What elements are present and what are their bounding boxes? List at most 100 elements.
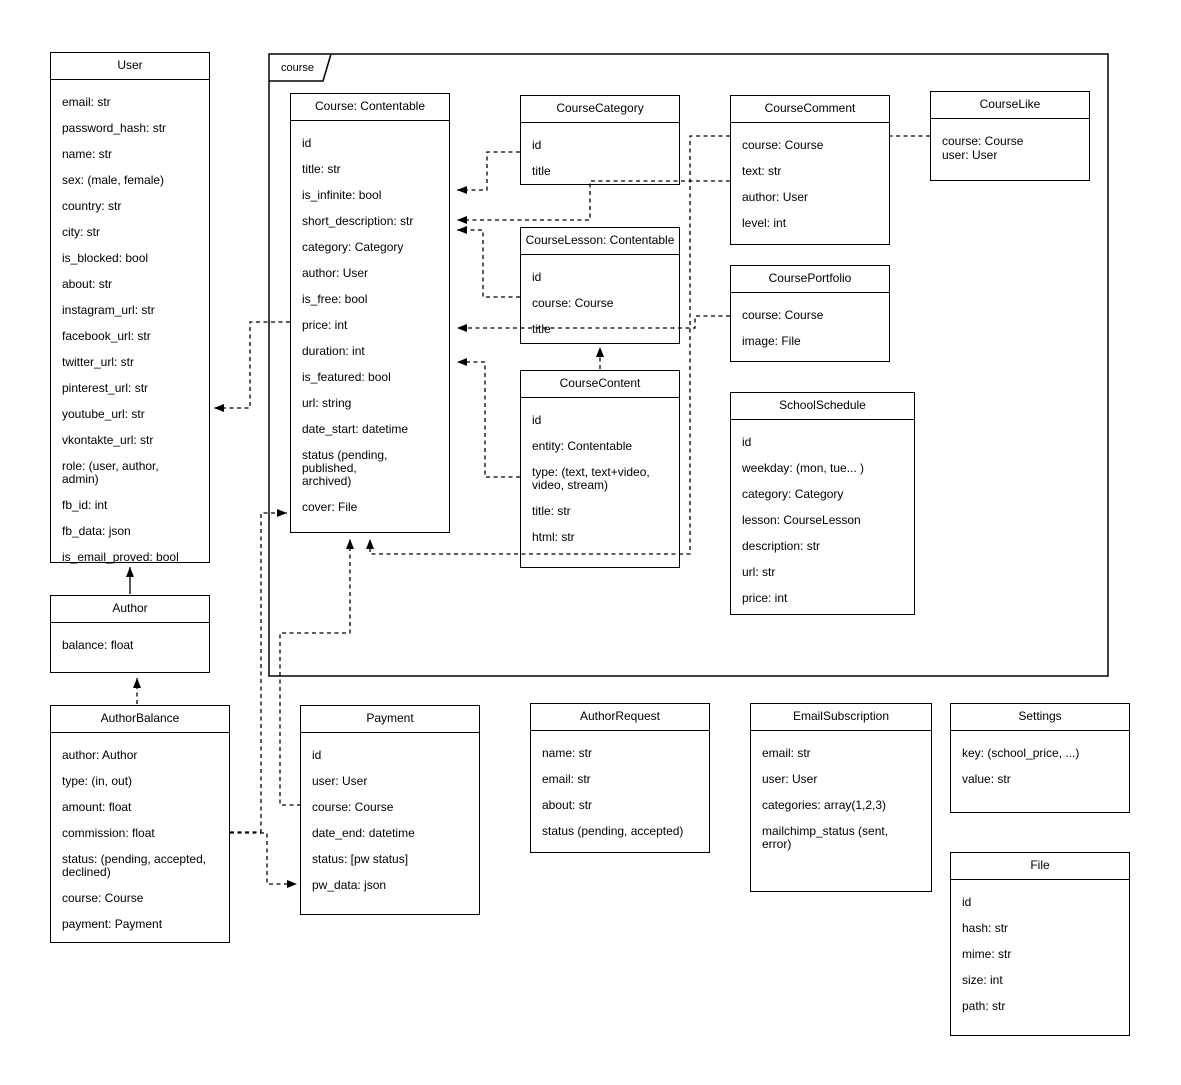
entity-field: name: str (542, 746, 593, 760)
entity-field: balance: float (62, 638, 134, 652)
entity-title: User (51, 53, 209, 80)
entity-field: course: Course (532, 296, 614, 310)
entity-field: email: str (62, 95, 111, 109)
entity-field: amount: float (62, 800, 132, 814)
entity-field-list: key: (school_price, ...)value: str (951, 731, 1129, 786)
entity-field: value: str (962, 772, 1011, 786)
entity-field: entity: Contentable (532, 439, 633, 453)
entity-field: id (312, 748, 322, 762)
entity-field: user: User (312, 774, 368, 788)
entity-title: EmailSubscription (751, 704, 931, 731)
entity-field: title: str (532, 504, 571, 518)
entity-field: course: Course (742, 138, 824, 152)
entity-field: image: File (742, 334, 801, 348)
entity-field: id (532, 270, 542, 284)
entity-field: is_blocked: bool (62, 251, 149, 265)
entity-field: url: string (302, 396, 352, 410)
entity-field: type: (text, text+video, video, stream) (532, 465, 650, 492)
entity-field: pinterest_url: str (62, 381, 149, 395)
entity-field: email: str (762, 746, 811, 760)
entity-field: name: str (62, 147, 113, 161)
entity-field: date_start: datetime (302, 422, 409, 436)
entity-field: is_featured: bool (302, 370, 391, 384)
entity-field: id (302, 136, 312, 150)
entity-field: weekday: (mon, tue... ) (742, 461, 865, 475)
entity-title: Course: Contentable (291, 94, 449, 121)
entity-field: fb_data: json (62, 524, 131, 538)
entity-user[interactable]: User email: str password_hash: str name: st… (50, 52, 210, 564)
entity-field-list: author: Author type: (in, out) amount: flo… (51, 733, 229, 931)
edge-courselesson-to-course (457, 226, 520, 298)
entity-field-list: id course: Course title (521, 255, 679, 336)
entity-field: user: User (762, 772, 818, 786)
entity-field: id (532, 138, 542, 152)
entity-field: level: int (742, 216, 787, 230)
entity-field: status (pending, accepted) (542, 824, 684, 838)
entity-field: price: int (742, 591, 788, 605)
entity-field: author: User (742, 190, 809, 204)
entity-field: course: Course (62, 891, 144, 905)
entity-field: status: (pending, accepted, declined) (62, 852, 207, 879)
entity-field: date_end: datetime (312, 826, 415, 840)
entity-field: cover: File (302, 500, 358, 514)
entity-field: type: (in, out) (62, 774, 133, 788)
entity-author[interactable]: Author balance: float (50, 595, 210, 673)
entity-field: course: Course (942, 134, 1024, 148)
entity-field: hash: str (962, 921, 1009, 935)
entity-title: File (951, 853, 1129, 880)
entity-field: email: str (542, 772, 591, 786)
entity-coursecategory[interactable]: CourseCategory id title (520, 95, 680, 185)
entity-field: user: User (942, 148, 998, 162)
entity-field: path: str (962, 999, 1006, 1013)
entity-title: CourseCategory (521, 96, 679, 123)
entity-field: is_infinite: bool (302, 188, 382, 202)
entity-title: CourseContent (521, 371, 679, 398)
entity-field: is_free: bool (302, 292, 368, 306)
entity-field-list: course: Course text: str author: User level… (731, 123, 889, 230)
entity-field: lesson: CourseLesson (742, 513, 861, 527)
entity-field: description: str (742, 539, 821, 553)
entity-field: fb_id: int (62, 498, 108, 512)
entity-field: password_hash: str (62, 121, 167, 135)
entity-field: html: str (532, 530, 575, 544)
entity-field: size: int (962, 973, 1003, 987)
entity-field: categories: array(1,2,3) (762, 798, 887, 812)
entity-field: author: Author (62, 748, 138, 762)
entity-title: Payment (301, 706, 479, 733)
entity-field: url: str (742, 565, 776, 579)
entity-coursecomment[interactable]: CourseComment course: Course text: str auth… (730, 95, 890, 245)
entity-field: mime: str (962, 947, 1012, 961)
entity-field: title (532, 322, 551, 336)
entity-field: instagram_url: str (62, 303, 155, 317)
entity-field-list: id title (521, 123, 679, 178)
entity-field: title (532, 164, 551, 178)
course-container-label: course (281, 62, 315, 74)
entity-field: vkontakte_url: str (62, 433, 154, 447)
entity-title: SchoolSchedule (731, 393, 914, 420)
edge-coursecontent-to-course (457, 358, 520, 478)
entity-title: Author (51, 596, 209, 623)
entity-emailsubscription[interactable]: EmailSubscription email: str user: User cat… (750, 703, 932, 892)
entity-field: text: str (742, 164, 782, 178)
entity-field: is_email_proved: bool (62, 550, 179, 564)
entity-title: CourseComment (731, 96, 889, 123)
